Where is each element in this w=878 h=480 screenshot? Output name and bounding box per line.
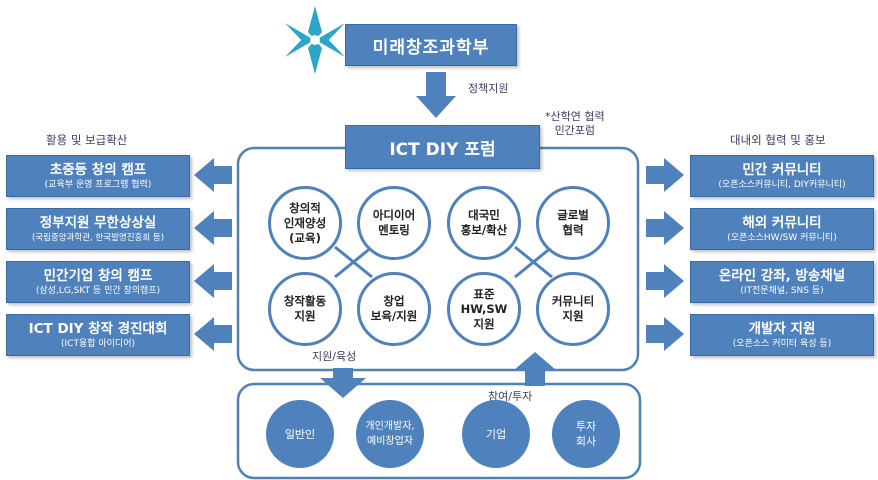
circle-individual-developer: 개인개발자, 예비창업자: [356, 400, 424, 468]
left-item-sub: (교육부 운영 프로그램 협력): [44, 179, 152, 190]
left-item-title: 정부지원 무한상상실: [39, 214, 157, 231]
right-item-4: 개발자 지원 (오픈소스 커미터 육성 등): [690, 314, 874, 356]
right-item-3: 온라인 강좌, 방송채널 (IT전문채널, SNS 등): [690, 261, 874, 303]
circle-creation-support: 창작활동 지원: [268, 272, 342, 346]
right-arrows: [646, 158, 684, 351]
circle-public-promotion: 대국민 홍보/확산: [447, 186, 521, 260]
support-nurture-label: 지원/육성: [312, 350, 357, 363]
left-item-sub: (국립중앙과학관, 한국발명진흥회 등): [31, 232, 165, 243]
left-item-2: 정부지원 무한상상실 (국립중앙과학관, 한국발명진흥회 등): [6, 208, 190, 250]
right-item-1: 민간 커뮤니티 (오픈소스커뮤니티, DIY커뮤니티): [690, 155, 874, 197]
left-item-sub: (삼성,LG,SKT 등 민간 창의캠프): [35, 285, 161, 296]
left-item-title: ICT DIY 창작 경진대회: [28, 320, 168, 337]
right-item-title: 개발자 지원: [748, 320, 816, 337]
circle-creative-talent: 창의적 인재양성 (교육): [268, 186, 342, 260]
right-item-2: 해외 커뮤니티 (오픈소스HW/SW 커뮤니티): [690, 208, 874, 250]
left-arrows: [194, 158, 232, 351]
circle-general-public: 일반인: [266, 400, 334, 468]
ministry-label: 미래창조과학부: [372, 37, 490, 58]
participation-up-arrow: [514, 352, 556, 386]
right-item-title: 민간 커뮤니티: [742, 161, 822, 178]
policy-support-label: 정책지원: [468, 82, 509, 95]
circle-global-cooperation: 글로벌 협력: [536, 186, 610, 260]
left-item-title: 초중등 창의 캠프: [49, 161, 147, 178]
right-item-sub: (오픈소스HW/SW 커뮤니티): [727, 232, 837, 243]
left-item-1: 초중등 창의 캠프 (교육부 운영 프로그램 협력): [6, 155, 190, 197]
left-item-3: 민간기업 창의 캠프 (삼성,LG,SKT 등 민간 창의캠프): [6, 261, 190, 303]
support-down-arrow: [320, 368, 366, 398]
right-item-title: 온라인 강좌, 방송채널: [718, 267, 846, 284]
circle-company: 기업: [462, 400, 530, 468]
right-item-sub: (오픈소스 커미터 육성 등): [732, 338, 832, 349]
participation-investment-label: 참여/투자: [488, 390, 533, 403]
left-item-sub: (ICT융합 아이디어): [61, 338, 135, 349]
forum-note: *산학연 협력 민간포럼: [545, 110, 605, 137]
right-header: 대내외 협력 및 홍보: [730, 133, 826, 147]
circle-connectors: [334, 245, 553, 279]
ministry-box: 미래창조과학부: [345, 24, 517, 66]
right-item-sub: (IT전문채널, SNS 등): [740, 285, 824, 296]
policy-down-arrow: [416, 72, 456, 118]
snowflake-star-logo: [285, 6, 345, 74]
forum-title-box: ICT DIY 포럼: [345, 125, 540, 169]
circle-standard-hw-sw: 표준 HW,SW 지원: [447, 272, 521, 346]
right-item-title: 해외 커뮤니티: [742, 214, 822, 231]
left-item-4: ICT DIY 창작 경진대회 (ICT융합 아이디어): [6, 314, 190, 356]
circle-idea-mentoring: 아디이어 멘토링: [357, 186, 431, 260]
stakeholder-panel: [236, 382, 642, 480]
left-header: 활용 및 보급확산: [46, 133, 128, 147]
forum-title: ICT DIY 포럼: [389, 139, 496, 160]
left-item-title: 민간기업 창의 캠프: [43, 267, 153, 284]
circle-investment-firm: 투자 회사: [552, 400, 620, 468]
circle-startup-incubation: 창업 보육/지원: [357, 272, 431, 346]
circle-community-support: 커뮤니티 지원: [536, 272, 610, 346]
right-item-sub: (오픈소스커뮤니티, DIY커뮤니티): [718, 179, 846, 190]
